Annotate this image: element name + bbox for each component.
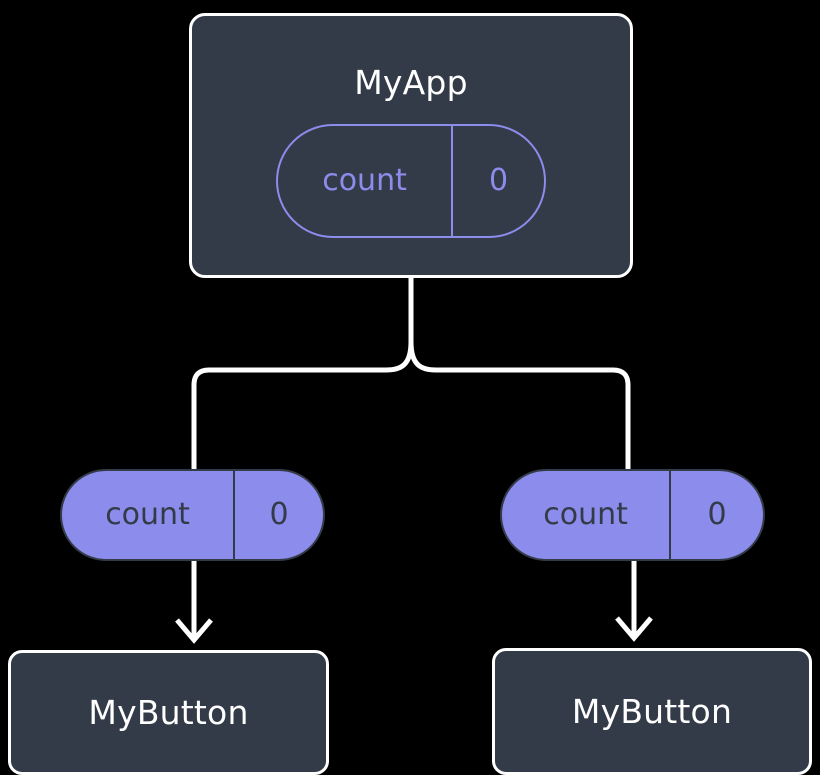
state-pill-root[interactable]: count 0	[276, 124, 546, 238]
state-pill-root-key: count	[322, 163, 407, 198]
wire-branch-left	[191, 341, 414, 470]
component-title-mybutton-right: MyButton	[571, 692, 733, 731]
state-pill-root-value: 0	[451, 126, 544, 236]
component-box-mybutton-right[interactable]: MyButton	[492, 648, 812, 775]
state-pill-left[interactable]: count 0	[60, 469, 325, 561]
state-pill-right[interactable]: count 0	[500, 469, 765, 561]
state-pill-right-value: 0	[669, 471, 763, 559]
arrow-right-head-icon	[615, 616, 653, 642]
component-title-mybutton-left: MyButton	[88, 693, 249, 732]
arrow-left-head-icon	[175, 618, 213, 644]
component-box-mybutton-left[interactable]: MyButton	[8, 650, 329, 775]
state-pill-left-key: count	[105, 497, 190, 532]
state-pill-left-value: 0	[233, 471, 323, 559]
state-pill-right-key: count	[543, 497, 628, 532]
component-title-myapp: MyApp	[354, 63, 468, 102]
wire-branch-right	[408, 341, 631, 470]
